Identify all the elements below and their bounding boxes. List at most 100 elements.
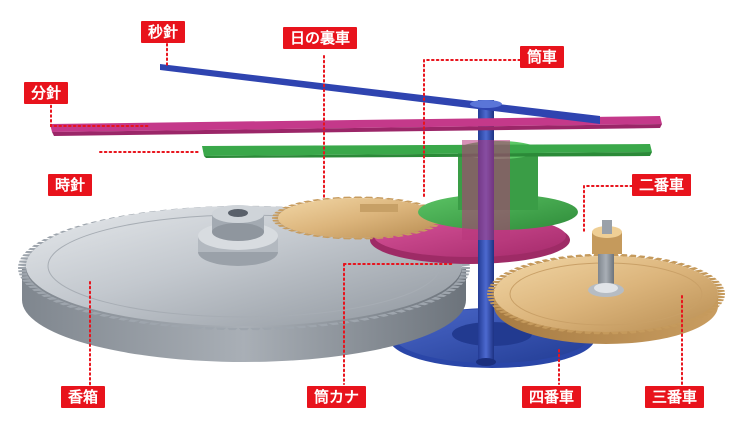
gear-tooth xyxy=(489,301,499,305)
gear-tooth xyxy=(423,299,436,303)
gear-tooth xyxy=(668,323,678,328)
gear-tooth xyxy=(118,317,130,321)
gear-tooth xyxy=(520,319,530,324)
gear-tooth xyxy=(682,264,692,269)
hour-hand xyxy=(202,144,652,158)
gear-tooth xyxy=(487,295,495,299)
gear-tooth xyxy=(628,330,637,334)
gear-tooth xyxy=(261,327,272,330)
gear-tooth xyxy=(699,272,709,276)
gear-tooth xyxy=(492,280,501,284)
gear-tooth xyxy=(503,272,513,276)
gear-tooth xyxy=(711,304,720,308)
gear-tooth xyxy=(282,206,292,210)
gear-tooth xyxy=(363,237,374,240)
gear-tooth xyxy=(73,307,86,311)
gear-tooth xyxy=(160,323,171,327)
gear-tooth xyxy=(495,307,505,311)
gear-tooth xyxy=(429,224,439,227)
gear-tooth xyxy=(558,256,567,260)
gear-tooth xyxy=(699,312,709,316)
gear-tooth xyxy=(358,317,370,321)
gear-tooth xyxy=(575,254,584,258)
gear-tooth xyxy=(441,291,452,295)
gear-tooth xyxy=(694,269,704,273)
gear-tooth xyxy=(274,222,283,225)
label-center-wheel: 二番車 xyxy=(632,174,692,196)
gear-tooth xyxy=(435,293,447,298)
gear-tooth xyxy=(216,327,227,330)
gear-tooth xyxy=(460,272,470,276)
gear-tooth xyxy=(619,253,628,257)
gear-tooth xyxy=(353,237,363,240)
gear-tooth xyxy=(461,269,470,273)
gear-tooth xyxy=(363,196,374,199)
gear-tooth xyxy=(445,288,457,292)
gear-tooth xyxy=(508,269,518,273)
gear-tooth xyxy=(303,200,314,203)
gear-tooth xyxy=(717,295,725,299)
gear-tooth xyxy=(273,327,284,330)
gear-tooth xyxy=(402,200,413,203)
gear-tooth xyxy=(20,275,30,279)
gear-tooth xyxy=(458,275,468,279)
gear-tooth xyxy=(541,325,551,329)
gear-tooth xyxy=(41,293,53,298)
gear-tooth xyxy=(703,274,714,278)
gear-tooth xyxy=(508,315,518,319)
cannon-pinion-collar xyxy=(462,140,510,240)
gear-tooth xyxy=(661,325,671,329)
gear-tooth xyxy=(193,326,204,330)
gear-tooth xyxy=(619,331,628,335)
gear-tooth xyxy=(272,219,280,222)
gear-tooth xyxy=(489,283,499,287)
gear-tooth xyxy=(282,226,292,230)
gear-tooth xyxy=(394,309,407,313)
gear-tooth xyxy=(250,327,261,331)
gear-tooth xyxy=(374,236,384,239)
gear-tooth xyxy=(498,274,509,278)
gear-tooth xyxy=(312,199,323,202)
gear-tooth xyxy=(295,231,305,234)
label-fourth-wheel: 四番車 xyxy=(522,386,582,408)
gear-tooth xyxy=(675,262,686,266)
gear-tooth xyxy=(377,313,389,317)
gear-tooth xyxy=(348,319,360,323)
gear-tooth xyxy=(287,204,298,207)
gear-tooth xyxy=(717,289,725,293)
gear-tooth xyxy=(520,264,530,269)
gear-tooth xyxy=(628,254,637,258)
gear-tooth xyxy=(715,298,724,302)
gear-tooth xyxy=(453,282,464,285)
gear-tooth xyxy=(636,255,646,259)
gear-tooth xyxy=(566,255,576,259)
gear-tooth xyxy=(367,315,380,319)
gear-tooth xyxy=(402,307,415,311)
gear-tooth xyxy=(668,260,678,265)
gear-tooth xyxy=(661,259,671,263)
gear-tooth xyxy=(717,292,725,296)
gear-tooth xyxy=(424,226,434,230)
gear-tooth xyxy=(703,310,714,314)
gear-tooth xyxy=(272,214,280,217)
gear-tooth xyxy=(18,266,27,270)
gear-tooth xyxy=(312,234,323,237)
gear-tooth xyxy=(99,313,111,317)
gear-tooth xyxy=(28,285,39,289)
gear-tooth xyxy=(488,286,497,290)
gear-tooth xyxy=(303,233,314,236)
gear-tooth xyxy=(22,279,32,282)
gear-tooth xyxy=(384,235,394,239)
gear-tooth xyxy=(715,286,724,290)
gear-tooth xyxy=(31,288,43,292)
gear-tooth xyxy=(20,257,30,261)
gear-tooth xyxy=(36,291,47,295)
gear-tooth xyxy=(526,322,537,326)
gear-tooth xyxy=(204,327,215,330)
gear-tooth xyxy=(707,277,717,281)
gear-tooth xyxy=(295,325,306,329)
gear-tooth xyxy=(171,324,182,328)
gear-tooth xyxy=(24,282,35,285)
gear-tooth xyxy=(636,329,646,333)
gear-tooth xyxy=(18,263,27,267)
